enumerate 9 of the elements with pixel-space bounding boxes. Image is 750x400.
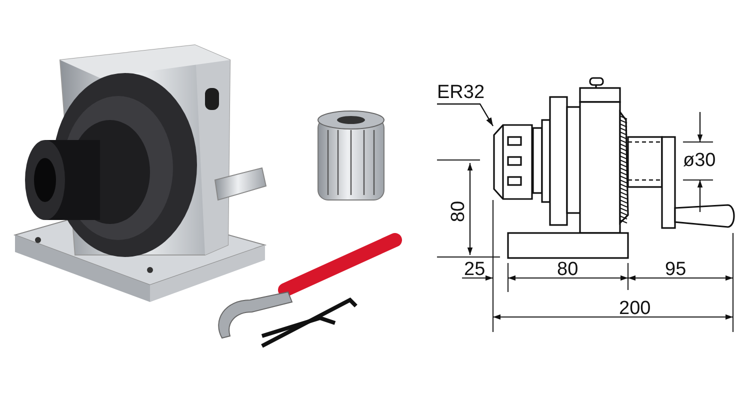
dimension-label: 25 bbox=[464, 260, 486, 279]
leader-line bbox=[437, 103, 494, 126]
dimension-label: 80 bbox=[449, 200, 468, 222]
dimension-label: ø30 bbox=[683, 151, 716, 170]
dimension-label: 95 bbox=[665, 260, 686, 279]
dimension-label: 80 bbox=[557, 260, 578, 279]
collet-nut-drawing bbox=[493, 123, 533, 201]
callout-label: ER32 bbox=[437, 83, 497, 103]
dimension-label: 200 bbox=[619, 299, 651, 318]
